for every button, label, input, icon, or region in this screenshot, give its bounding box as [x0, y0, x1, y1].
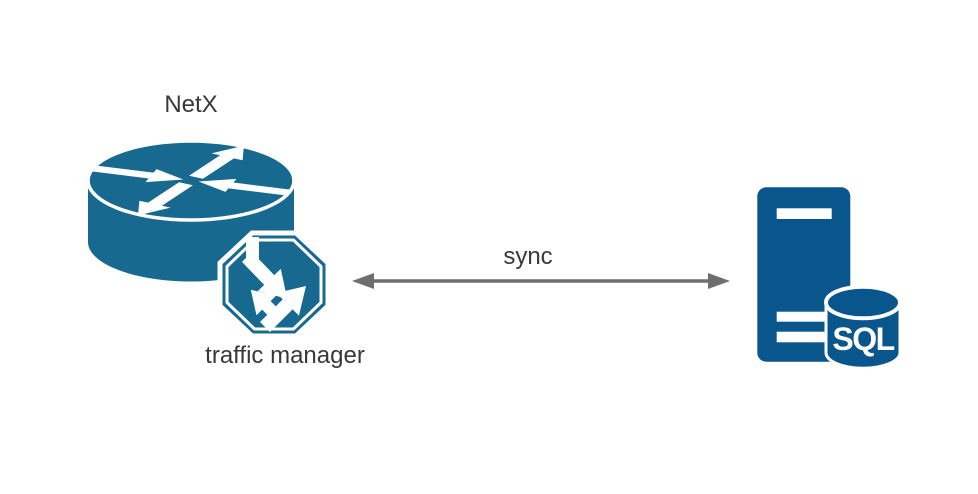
arrowhead-left-icon	[352, 273, 374, 289]
server-slot-top	[776, 208, 832, 219]
sync-label: sync	[503, 243, 553, 270]
router-cylinder-top	[86, 139, 296, 222]
traffic-manager-label: traffic manager	[205, 342, 365, 369]
router-node[interactable]	[85, 138, 297, 286]
traffic-manager-node[interactable]	[216, 229, 332, 340]
arrowhead-right-icon	[708, 273, 730, 289]
server-slot-bottom-1	[776, 311, 826, 322]
database-cylinder-icon: SQL	[824, 284, 902, 370]
sync-connector[interactable]	[350, 266, 732, 296]
sql-label: SQL	[832, 321, 894, 357]
octagon-inner-border	[225, 238, 323, 331]
router-label: NetX	[164, 91, 218, 118]
server-slot-bottom-2	[776, 331, 826, 343]
traffic-arrows-icon	[235, 237, 318, 339]
sql-server-node[interactable]: SQL	[753, 183, 905, 375]
